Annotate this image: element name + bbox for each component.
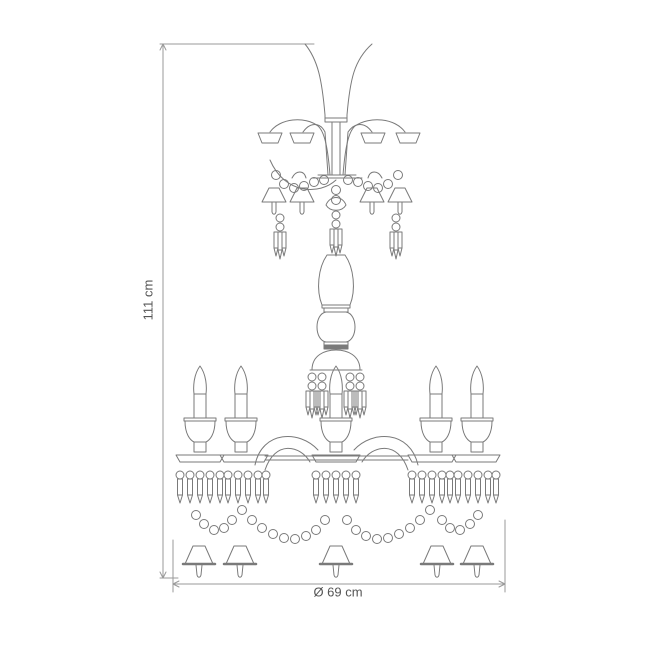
canopy <box>304 43 373 176</box>
bottom-bells <box>181 544 495 579</box>
height-dimension-line <box>159 43 315 579</box>
upper-tier <box>257 119 421 260</box>
width-dimension-line <box>172 519 506 593</box>
bobeche-plates <box>175 454 501 463</box>
diameter-dimension-label: Ø 69 cm <box>313 584 363 600</box>
central-stem <box>305 254 367 419</box>
candles <box>183 365 494 453</box>
crystal-drops <box>175 470 501 504</box>
lower-garlands <box>191 505 483 544</box>
height-dimension-label: 111 cm <box>140 279 156 321</box>
